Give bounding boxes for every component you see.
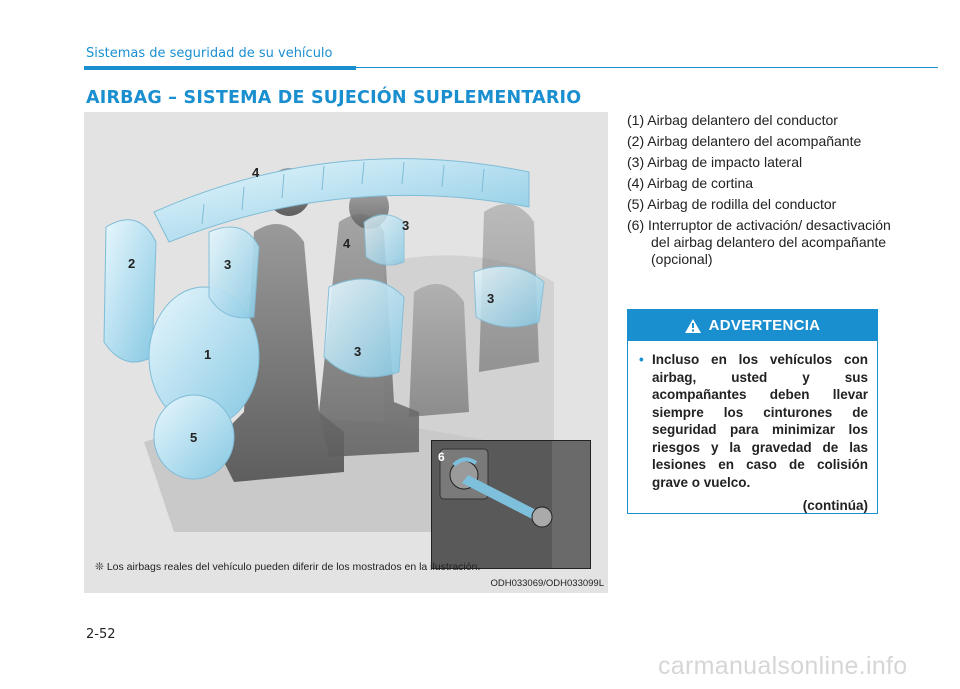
figure-code: ODH033069/ODH033099L	[490, 578, 604, 589]
continued-label: (continúa)	[802, 498, 868, 513]
callout-3-driver: 3	[224, 257, 231, 272]
callout-3-pass: 3	[354, 344, 361, 359]
legend-item: (3) Airbag de impacto lateral	[627, 154, 803, 170]
asterism-icon: ❊	[95, 561, 104, 573]
warning-body: • Incluso en los vehículos con airbag, u…	[628, 341, 877, 515]
legend-item: (1) Airbag delantero del conductor	[627, 112, 838, 128]
legend-item: (4) Airbag de cortina	[627, 175, 754, 191]
callout-4-pass: 4	[343, 236, 351, 251]
airbag-illustration: 4 2 3 4 3 3 1 3 5 6 ❊Los airbags reales …	[84, 112, 608, 593]
section-title: Sistemas de seguridad de su vehículo	[86, 46, 333, 61]
legend-item: (2) Airbag delantero del acompañante	[627, 133, 862, 149]
warning-header: ADVERTENCIA	[628, 310, 877, 341]
callout-5: 5	[190, 430, 197, 445]
airbag-legend: (1) Airbag delantero del conductor (2) A…	[627, 112, 897, 272]
callout-3-upper: 3	[402, 218, 409, 233]
warning-title: ADVERTENCIA	[708, 317, 821, 334]
callout-2: 2	[128, 256, 135, 271]
figure-caption: ❊Los airbags reales del vehículo pueden …	[95, 561, 480, 573]
key-switch-drawing: 6	[432, 441, 590, 568]
caption-text: Los airbags reales del vehículo pueden d…	[106, 561, 481, 573]
chapter-title: AIRBAG – SISTEMA DE SUJECIÓN SUPLEMENTAR…	[86, 88, 582, 108]
header-rule-thin	[356, 67, 938, 68]
callout-6: 6	[438, 450, 445, 464]
page-number: 2-52	[86, 627, 116, 642]
airbag-switch-inset: 6	[431, 440, 591, 569]
callout-4-curtain: 4	[252, 165, 260, 180]
callout-1: 1	[204, 347, 211, 362]
header-rule-thick	[84, 66, 356, 70]
callout-3-rear: 3	[487, 291, 494, 306]
watermark: carmanualsonline.info	[658, 652, 908, 680]
legend-item: (5) Airbag de rodilla del conductor	[627, 196, 837, 212]
warning-text: Incluso en los vehículos con airbag, ust…	[652, 352, 868, 490]
warning-triangle-icon	[684, 318, 701, 333]
legend-item: (6) Interruptor de activación/ desactiva…	[627, 217, 891, 267]
car-interior-drawing: 4 2 3 4 3 3 1 3 5	[103, 158, 564, 532]
warning-box: ADVERTENCIA • Incluso en los vehículos c…	[627, 309, 878, 514]
bullet-icon: •	[639, 352, 644, 367]
